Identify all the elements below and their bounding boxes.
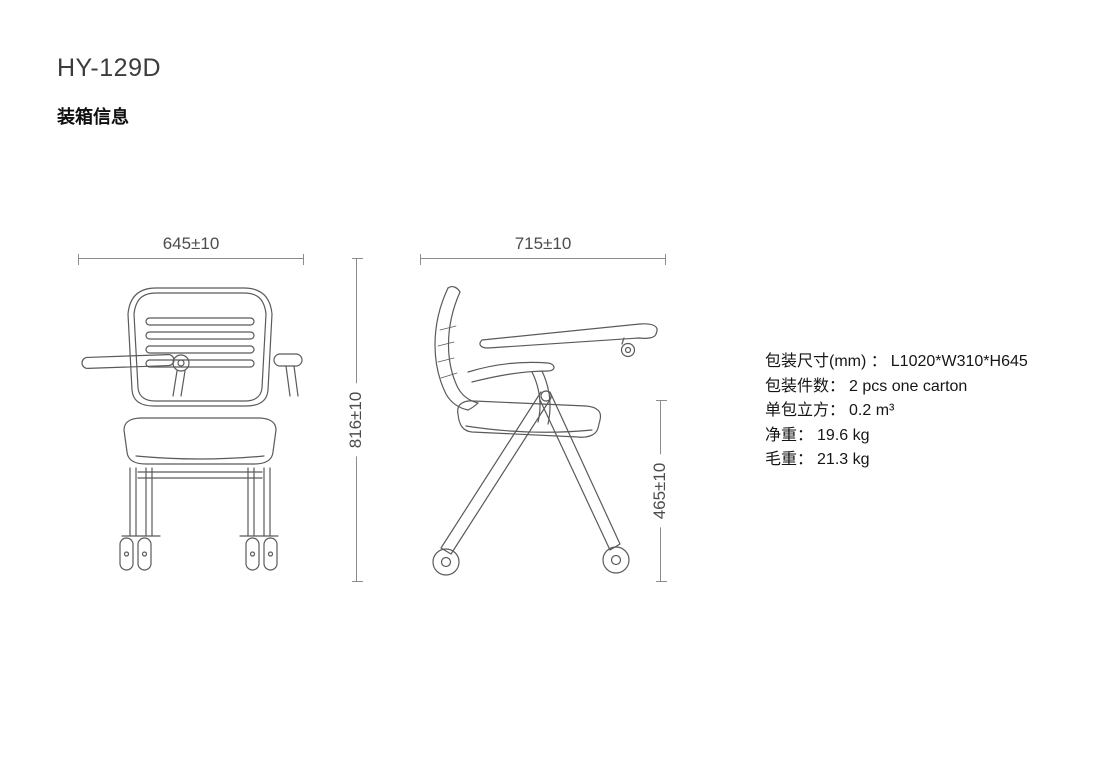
front-legs	[121, 467, 279, 537]
dim-side-width-label: 715±10	[514, 234, 572, 253]
front-casters	[119, 537, 278, 571]
spec-value: 2 pcs one carton	[849, 377, 968, 395]
spec-label: 净重：	[765, 426, 814, 444]
dim-tick	[656, 400, 667, 401]
dim-front-width-label: 645±10	[162, 234, 220, 253]
dim-tick	[352, 581, 363, 582]
dim-tick	[665, 254, 666, 265]
dim-side-width-line	[420, 254, 666, 265]
spec-row-net-weight: 净重：19.6 kg	[765, 424, 1028, 449]
front-armrest-right	[273, 353, 303, 397]
spec-value: L1020*W310*H645	[890, 353, 1028, 370]
spec-value: 21.3 kg	[817, 451, 870, 468]
dim-tick	[303, 254, 304, 265]
chair-side-view-drawing	[432, 286, 658, 576]
section-title: 装箱信息	[57, 107, 129, 127]
front-tablet-stowed	[81, 353, 190, 372]
front-seat	[123, 417, 277, 479]
spec-label: 包装尺寸(mm) ：	[765, 353, 887, 370]
packing-specs: 包装尺寸(mm) ：L1020*W310*H645 包装件数：2 pcs one…	[765, 350, 1028, 473]
dim-tick	[352, 258, 363, 259]
side-tablet	[479, 323, 658, 358]
spec-value: 0.2 m³	[849, 402, 895, 419]
side-armrest	[467, 361, 555, 425]
dim-tick	[420, 254, 421, 265]
spec-row-package-volume: 单包立方：0.2 m³	[765, 399, 1028, 424]
spec-row-package-count: 包装件数：2 pcs one carton	[765, 375, 1028, 400]
spec-label: 单包立方：	[765, 402, 846, 419]
dim-side-width: 715±10	[420, 234, 666, 265]
spec-value: 19.6 kg	[817, 426, 870, 444]
front-armrest-post-left	[172, 370, 186, 397]
page-title: HY-129D	[57, 54, 162, 82]
dim-front-width-line	[78, 254, 304, 265]
spec-label: 包装件数：	[765, 377, 846, 395]
spec-label: 毛重：	[765, 451, 814, 468]
dim-front-height-label: 816±10	[346, 383, 366, 457]
dim-tick	[656, 581, 667, 582]
spec-row-package-size: 包装尺寸(mm) ：L1020*W310*H645	[765, 350, 1028, 375]
side-backrest	[434, 286, 479, 411]
dim-front-width: 645±10	[78, 234, 304, 265]
side-casters	[432, 546, 630, 576]
chair-front-view-drawing	[81, 287, 303, 571]
dim-tick	[78, 254, 79, 265]
spec-row-gross-weight: 毛重：21.3 kg	[765, 448, 1028, 473]
front-backrest	[127, 287, 273, 407]
side-folding-frame	[440, 390, 621, 555]
